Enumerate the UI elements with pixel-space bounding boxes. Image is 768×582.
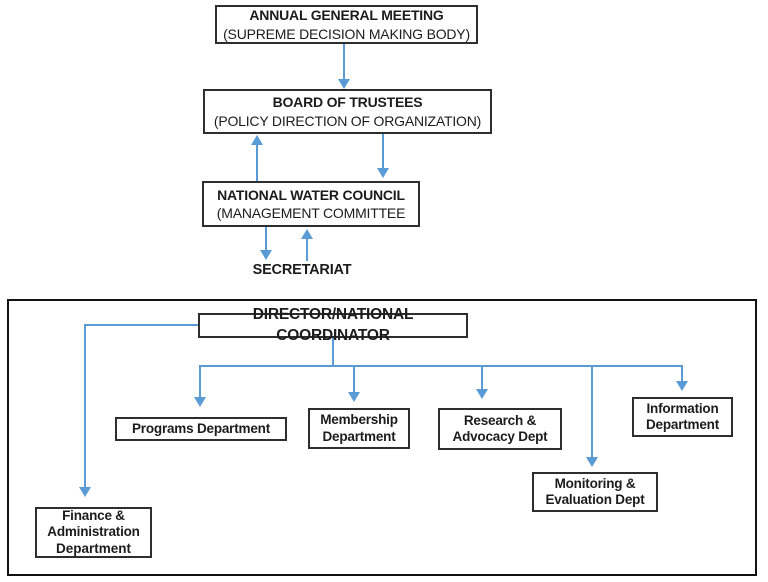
director-title: DIRECTOR/NATIONAL COORDINATOR bbox=[252, 306, 414, 344]
connector-to-information bbox=[681, 365, 683, 382]
information-department-box: Information Department bbox=[632, 397, 733, 437]
membership-label-line1: Membership bbox=[320, 412, 398, 428]
council-subtitle: (MANAGEMENT COMMITTEE bbox=[216, 205, 406, 221]
agm-subtitle: (SUPREME DECISION MAKING BODY) bbox=[223, 25, 470, 42]
arrowhead-to-programs bbox=[194, 397, 206, 407]
programs-department-box: Programs Department bbox=[115, 417, 287, 441]
national-water-council-box: NATIONAL WATER COUNCIL (MANAGEMENT COMMI… bbox=[202, 181, 420, 227]
connector-distribution-line bbox=[199, 365, 683, 367]
connector-board-to-council bbox=[382, 134, 384, 169]
secretariat-label: SECRETARIAT bbox=[252, 262, 352, 278]
arrowhead-secretariat-to-council bbox=[301, 229, 313, 239]
research-label-line2: Advocacy Dept bbox=[452, 429, 548, 444]
connector-secretariat-to-council bbox=[306, 238, 308, 261]
research-label-line1: Research & bbox=[463, 412, 537, 428]
membership-label-line2: Department bbox=[322, 428, 396, 444]
programs-label: Programs Department bbox=[132, 420, 270, 436]
arrowhead-agm-to-board bbox=[338, 79, 350, 89]
arrowhead-to-membership bbox=[348, 392, 360, 402]
board-of-trustees-box: BOARD OF TRUSTEES (POLICY DIRECTION OF O… bbox=[203, 89, 492, 134]
finance-label-line1: Finance & bbox=[62, 507, 125, 523]
annual-general-meeting-box: ANNUAL GENERAL MEETING (SUPREME DECISION… bbox=[215, 5, 478, 44]
council-title: NATIONAL WATER COUNCIL bbox=[217, 186, 405, 203]
information-label-line1: Information bbox=[646, 400, 719, 416]
connector-to-monitoring bbox=[591, 365, 593, 458]
monitoring-evaluation-dept-box: Monitoring & Evaluation Dept bbox=[532, 472, 658, 512]
arrowhead-to-research bbox=[476, 389, 488, 399]
arrowhead-council-to-secretariat bbox=[260, 250, 272, 260]
information-label-line2: Department bbox=[645, 417, 719, 432]
arrowhead-to-monitoring bbox=[586, 457, 598, 467]
connector-agm-to-board bbox=[343, 44, 345, 81]
connector-to-research bbox=[481, 365, 483, 390]
connector-director-stem bbox=[332, 338, 334, 366]
arrowhead-to-information bbox=[676, 381, 688, 391]
research-advocacy-dept-box: Research & Advocacy Dept bbox=[438, 408, 562, 450]
finance-administration-department-box: Finance & Administration Department bbox=[35, 507, 152, 558]
director-national-coordinator-box: DIRECTOR/NATIONAL COORDINATOR bbox=[198, 306, 468, 344]
board-title: BOARD OF TRUSTEES bbox=[272, 94, 423, 111]
monitoring-label-line1: Monitoring & bbox=[554, 475, 636, 491]
secretariat-structure-frame bbox=[7, 299, 757, 576]
connector-to-membership bbox=[353, 365, 355, 393]
monitoring-label-line2: Evaluation Dept bbox=[545, 492, 645, 507]
finance-label-line3: Department bbox=[55, 540, 131, 556]
finance-label-line2: Administration bbox=[47, 524, 140, 540]
connector-council-to-secretariat bbox=[265, 227, 267, 251]
agm-title: ANNUAL GENERAL MEETING bbox=[249, 7, 444, 24]
arrowhead-board-to-council bbox=[377, 168, 389, 178]
arrowhead-director-to-finance bbox=[79, 487, 91, 497]
connector-to-programs bbox=[199, 365, 201, 398]
connector-director-to-finance-horizontal bbox=[85, 324, 198, 326]
connector-director-to-finance-vertical bbox=[84, 324, 86, 488]
connector-council-to-board bbox=[256, 144, 258, 181]
board-subtitle: (POLICY DIRECTION OF ORGANIZATION) bbox=[213, 112, 482, 129]
arrowhead-council-to-board bbox=[251, 135, 263, 145]
membership-department-box: Membership Department bbox=[308, 408, 410, 449]
